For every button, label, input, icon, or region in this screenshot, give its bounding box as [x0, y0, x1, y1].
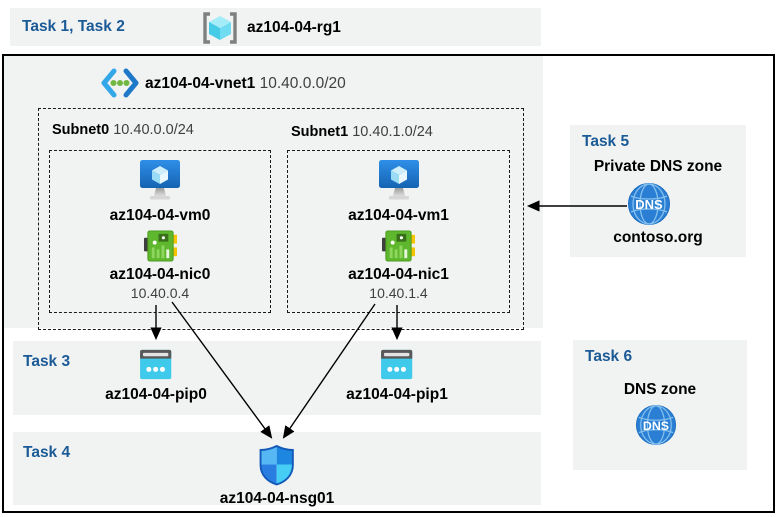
vnet-name: az104-04-vnet1 [145, 75, 256, 92]
dns-icon-text: DNS [635, 197, 663, 212]
nic-icon [381, 229, 416, 263]
private-dns-zone-title: Private DNS zone [593, 158, 723, 175]
dns-zone-title: DNS zone [623, 381, 697, 398]
vm-name-label: az104-04-vm0 [109, 207, 211, 224]
nsg-group: az104-04-nsg01 [219, 444, 335, 508]
public-ip-icon [137, 346, 174, 383]
private-dns-zone-name: contoso.org [613, 229, 703, 246]
task3-label: Task 3 [23, 353, 71, 370]
resource-group-name: az104-04-rg1 [247, 19, 341, 36]
pip1-name-label: az104-04-pip1 [346, 386, 448, 403]
nsg-name-label: az104-04-nsg01 [219, 490, 335, 507]
vm-icon [138, 158, 182, 202]
nsg-shield-icon [258, 444, 296, 486]
task6-label: Task 6 [585, 348, 633, 365]
vnet-cidr: 10.40.0.0/20 [259, 75, 346, 92]
subnet1-name: Subnet1 [291, 124, 349, 140]
subnet0-title: Subnet0 10.40.0.0/24 [52, 122, 194, 138]
nic-name-label: az104-04-nic1 [348, 266, 449, 283]
diagram-outer-border [2, 54, 775, 513]
pip1-group: az104-04-pip1 [346, 346, 448, 404]
subnets-container [38, 108, 524, 330]
nic-ip-label: 10.40.1.4 [369, 285, 428, 301]
subnet0-cidr: 10.40.0.0/24 [113, 122, 194, 138]
subnet1-title: Subnet1 10.40.1.0/24 [291, 124, 433, 140]
subnet0-name: Subnet0 [52, 122, 110, 138]
nic-name-label: az104-04-nic0 [109, 266, 211, 283]
task6-box: Task 6 DNS zone DNS [573, 340, 747, 470]
pip0-group: az104-04-pip0 [105, 346, 207, 404]
public-ip-icon [378, 346, 415, 383]
vm-icon [377, 158, 421, 202]
subnet1-cidr: 10.40.1.0/24 [352, 124, 433, 140]
dns-icon-text: DNS [643, 419, 669, 433]
resource-group-icon [200, 11, 240, 45]
task12-label: Task 1, Task 2 [22, 18, 125, 35]
subnet0-box: az104-04-vm0 az104-04-nic0 10.40.0.4 [49, 150, 271, 313]
nic-icon [143, 229, 178, 263]
task3-band: Task 3 [13, 341, 541, 415]
pip0-name-label: az104-04-pip0 [105, 386, 207, 403]
vm-name-label: az104-04-vm1 [348, 207, 449, 224]
task5-label: Task 5 [582, 133, 630, 150]
vnet-title: az104-04-vnet1 10.40.0.0/20 [145, 75, 346, 93]
task4-label: Task 4 [23, 444, 71, 461]
vnet-icon [101, 68, 139, 98]
vnet-panel [4, 56, 543, 328]
nic-ip-label: 10.40.0.4 [130, 285, 190, 301]
subnet1-box: az104-04-vm1 az104-04-nic1 10.40.1.4 [287, 150, 510, 313]
dns-globe-icon: DNS [627, 182, 671, 226]
task5-box: Task 5 Private DNS zone DNS contoso.org [570, 125, 746, 257]
task12-band: Task 1, Task 2 az104-04-rg1 [10, 8, 541, 46]
dns-globe-icon: DNS [635, 404, 677, 446]
